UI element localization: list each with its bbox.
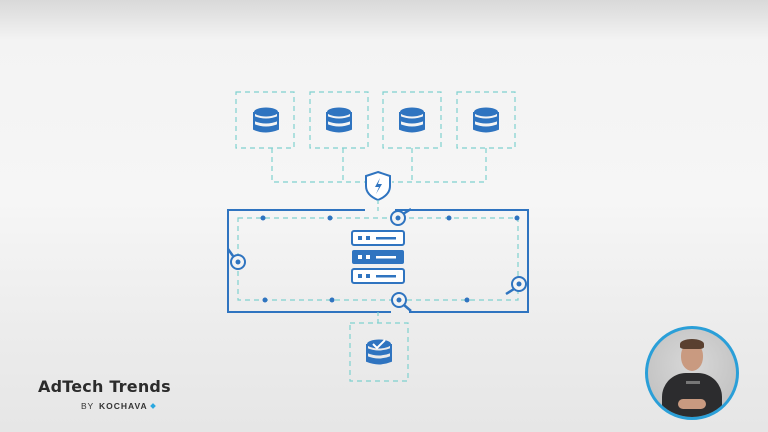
shirt-logo <box>686 381 700 384</box>
brand-subtitle: BY KOCHAVA <box>81 401 171 411</box>
top-database-boxes <box>235 91 516 149</box>
magnifier-icon <box>390 207 412 226</box>
top-connectors <box>271 148 487 183</box>
brand-company: KOCHAVA <box>98 401 148 411</box>
flow-dots <box>260 215 520 303</box>
server-stack-icon <box>351 230 405 284</box>
presenter-avatar <box>645 326 739 420</box>
database-icon <box>253 106 279 133</box>
presenter-head <box>681 343 703 371</box>
magnifier-icon <box>505 276 527 296</box>
db-box-2 <box>309 91 369 149</box>
brand-logo: AdTech Trends BY KOCHAVA <box>38 377 171 412</box>
database-icon <box>399 106 425 133</box>
brand-title: AdTech Trends <box>38 377 171 396</box>
shield-bolt-icon <box>365 170 391 202</box>
db-box-3 <box>382 91 442 149</box>
db-box-1 <box>235 91 295 149</box>
db-box-4 <box>456 91 516 149</box>
database-check-icon <box>366 338 392 365</box>
network-frame <box>227 209 529 313</box>
bottom-db-box <box>349 322 409 382</box>
magnifier-icon <box>391 292 412 312</box>
inner-dashed-loop <box>237 217 519 301</box>
database-icon <box>473 106 499 133</box>
presenter-hands <box>678 399 706 409</box>
presenter-hair <box>680 339 704 349</box>
brand-by: BY <box>81 401 94 411</box>
database-icon <box>326 106 352 133</box>
presenter-shirt <box>662 373 722 417</box>
brand-dot-icon <box>149 403 156 409</box>
magnifier-icon <box>226 248 246 270</box>
